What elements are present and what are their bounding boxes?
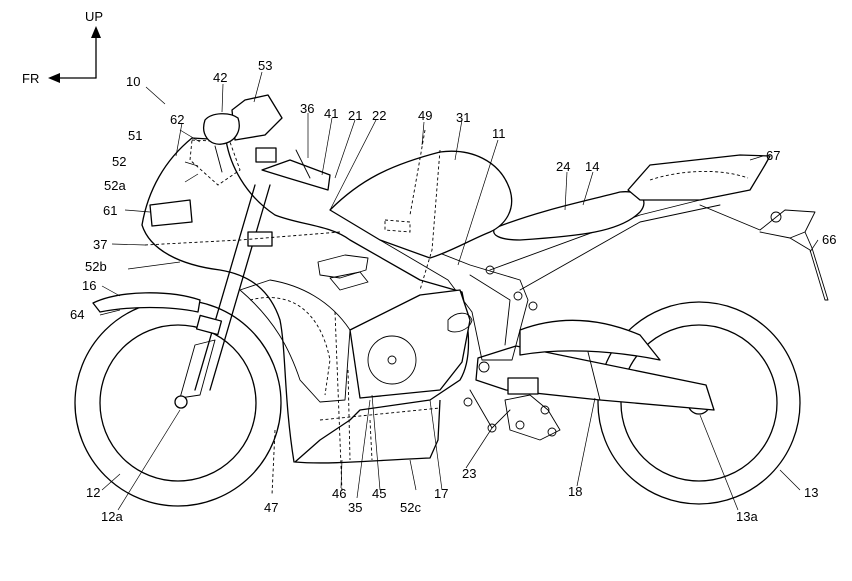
numeral-24: 24 — [556, 159, 570, 174]
numeral-53: 53 — [258, 58, 272, 73]
numeral-47: 47 — [264, 500, 278, 515]
numeral-41: 41 — [324, 106, 338, 121]
numeral-18: 18 — [568, 484, 582, 499]
reference-numerals: 10 42 53 36 41 21 22 49 31 11 51 62 52 5… — [70, 58, 836, 524]
numeral-67: 67 — [766, 148, 780, 163]
fuel-tank — [329, 150, 513, 259]
numeral-17: 17 — [434, 486, 448, 501]
numeral-52: 52 — [112, 154, 126, 169]
leader-lines — [99, 71, 819, 511]
meter-unit — [149, 199, 193, 227]
numeral-45: 45 — [372, 486, 386, 501]
rear-suspension — [504, 377, 561, 441]
numeral-23: 23 — [462, 466, 476, 481]
numeral-21: 21 — [348, 108, 362, 123]
numeral-52b: 52b — [85, 259, 107, 274]
seat — [493, 191, 645, 241]
numeral-31: 31 — [456, 110, 470, 125]
rear-view-mirror — [203, 113, 240, 173]
numeral-61: 61 — [103, 203, 117, 218]
numeral-10: 10 — [126, 74, 140, 89]
numeral-22: 22 — [372, 108, 386, 123]
numeral-42: 42 — [213, 70, 227, 85]
windscreen — [189, 94, 283, 186]
numeral-52a: 52a — [104, 178, 126, 193]
front-fender — [92, 292, 201, 313]
numeral-52c: 52c — [400, 500, 421, 515]
numeral-35: 35 — [348, 500, 362, 515]
numeral-46: 46 — [332, 486, 346, 501]
numeral-11: 11 — [492, 126, 506, 141]
numeral-16: 16 — [82, 278, 96, 293]
numeral-12: 12 — [86, 485, 100, 500]
numeral-14: 14 — [585, 159, 599, 174]
numeral-12a: 12a — [101, 509, 123, 524]
numeral-13: 13 — [804, 485, 818, 500]
hidden-lines — [144, 129, 441, 496]
up-label: UP — [85, 9, 103, 24]
numeral-62: 62 — [170, 112, 184, 127]
numeral-49: 49 — [418, 108, 432, 123]
numeral-36: 36 — [300, 101, 314, 116]
numeral-66: 66 — [822, 232, 836, 247]
front-label: FR — [22, 71, 39, 86]
rear-fender — [789, 231, 829, 301]
direction-indicator: UP FR — [22, 9, 103, 86]
handlebar — [255, 147, 331, 191]
front-fork — [174, 184, 273, 409]
numeral-13a: 13a — [736, 509, 758, 524]
tail-cowl — [627, 154, 771, 201]
front-fairing — [141, 137, 473, 464]
swing-arm — [475, 319, 715, 411]
numeral-51: 51 — [128, 128, 142, 143]
numeral-37: 37 — [93, 237, 107, 252]
numeral-64: 64 — [70, 307, 84, 322]
